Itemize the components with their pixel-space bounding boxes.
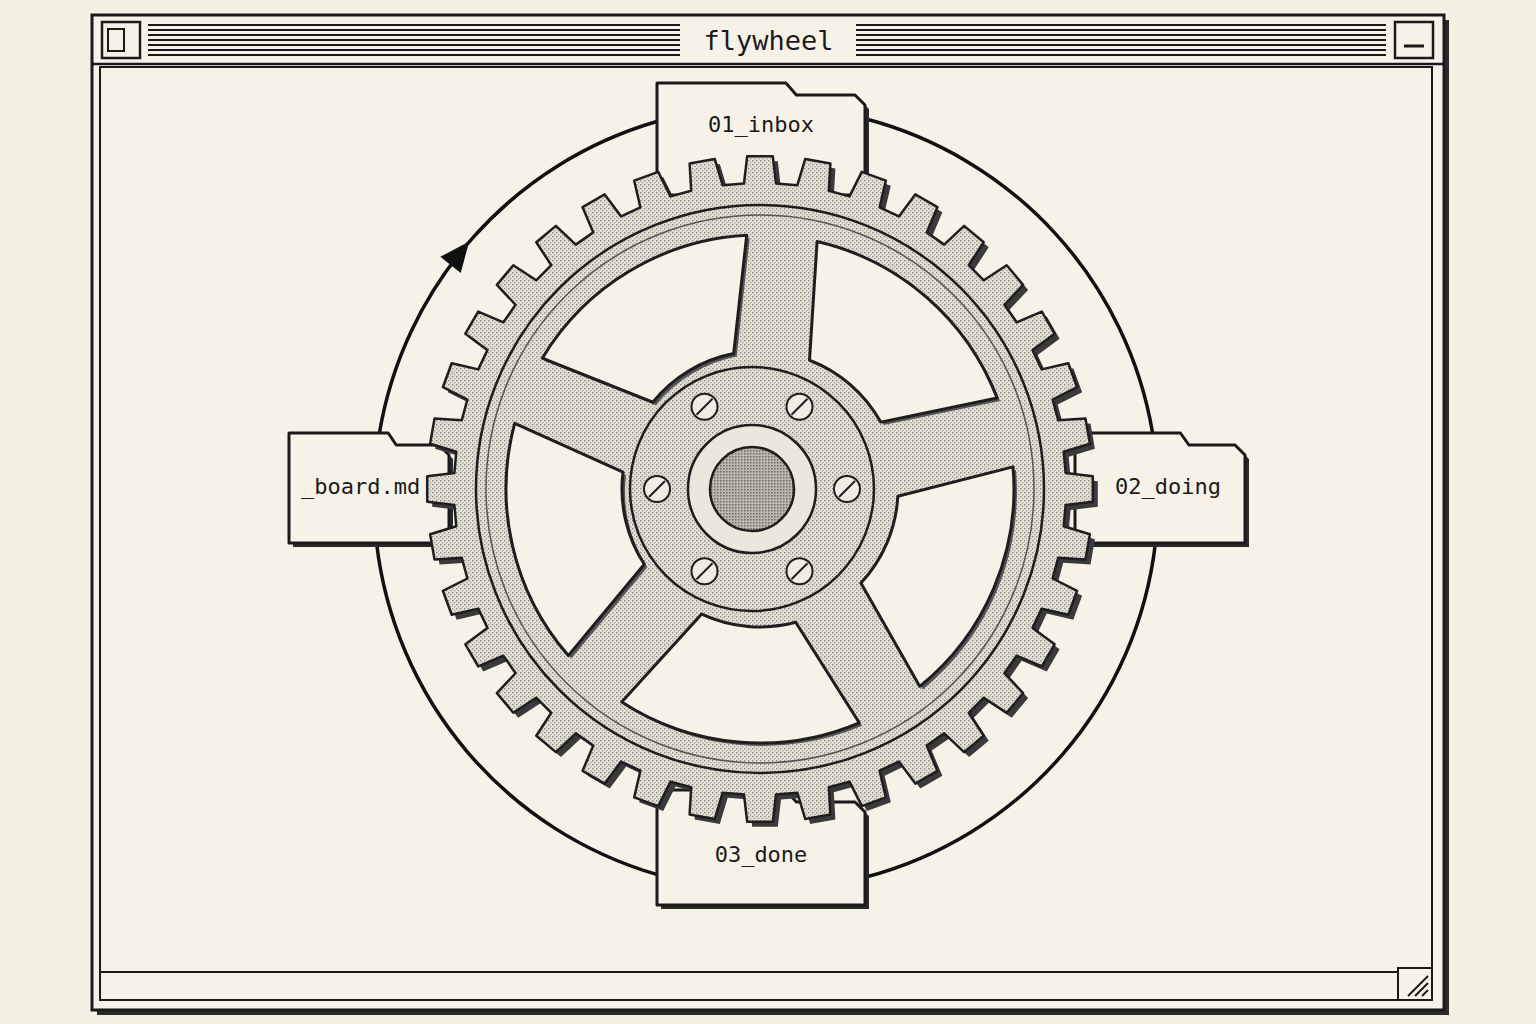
hub-bore <box>710 447 794 531</box>
gear-teeth <box>427 156 1093 822</box>
close-box-inner <box>108 29 124 51</box>
zoom-box-mark <box>1404 45 1424 48</box>
spoke-opening <box>506 423 644 655</box>
window-shadow <box>97 20 1449 1015</box>
resize-grip <box>1408 976 1428 996</box>
bolt-slot <box>649 481 665 497</box>
folder-tab-shape <box>1075 433 1245 543</box>
spoke-opening <box>861 467 1014 687</box>
folder-tab-box: _board.md <box>289 433 449 543</box>
hub-bolt <box>692 558 718 584</box>
resize-box <box>1398 968 1432 1000</box>
spoke-opening <box>622 614 860 743</box>
bolt-slot <box>697 399 713 415</box>
folder-label: 03_done <box>657 842 865 868</box>
title-divider <box>92 63 1444 66</box>
hub-bolt <box>787 394 813 420</box>
spoke-opening <box>810 242 998 423</box>
gear-rim-line <box>486 215 1034 763</box>
hub-bolt <box>644 476 670 502</box>
folder-label: 02_doing <box>1085 474 1221 500</box>
close-box <box>102 22 140 58</box>
gear-hub <box>630 367 874 611</box>
hub-bolt <box>692 394 718 420</box>
bolt-slot <box>792 563 808 579</box>
folder-tab-box: 02_doing <box>1075 433 1245 543</box>
hub-ring <box>688 425 816 553</box>
hub-bolt <box>787 558 813 584</box>
bottom-bar <box>100 971 1398 973</box>
bolt-slot <box>839 481 855 497</box>
folder-tab-shape <box>289 433 449 543</box>
window-border <box>92 15 1444 1010</box>
folder-label: _board.md <box>301 474 441 500</box>
arrow-head <box>440 241 469 273</box>
content-area <box>100 67 1432 1000</box>
bolt-slot <box>697 563 713 579</box>
gear-rim-line <box>476 205 1044 773</box>
window-title: flywheel <box>682 24 855 58</box>
zoom-box <box>1395 22 1433 58</box>
hub-bolt <box>834 476 860 502</box>
folder-label: 01_inbox <box>657 112 865 138</box>
bolt-slot <box>792 399 808 415</box>
